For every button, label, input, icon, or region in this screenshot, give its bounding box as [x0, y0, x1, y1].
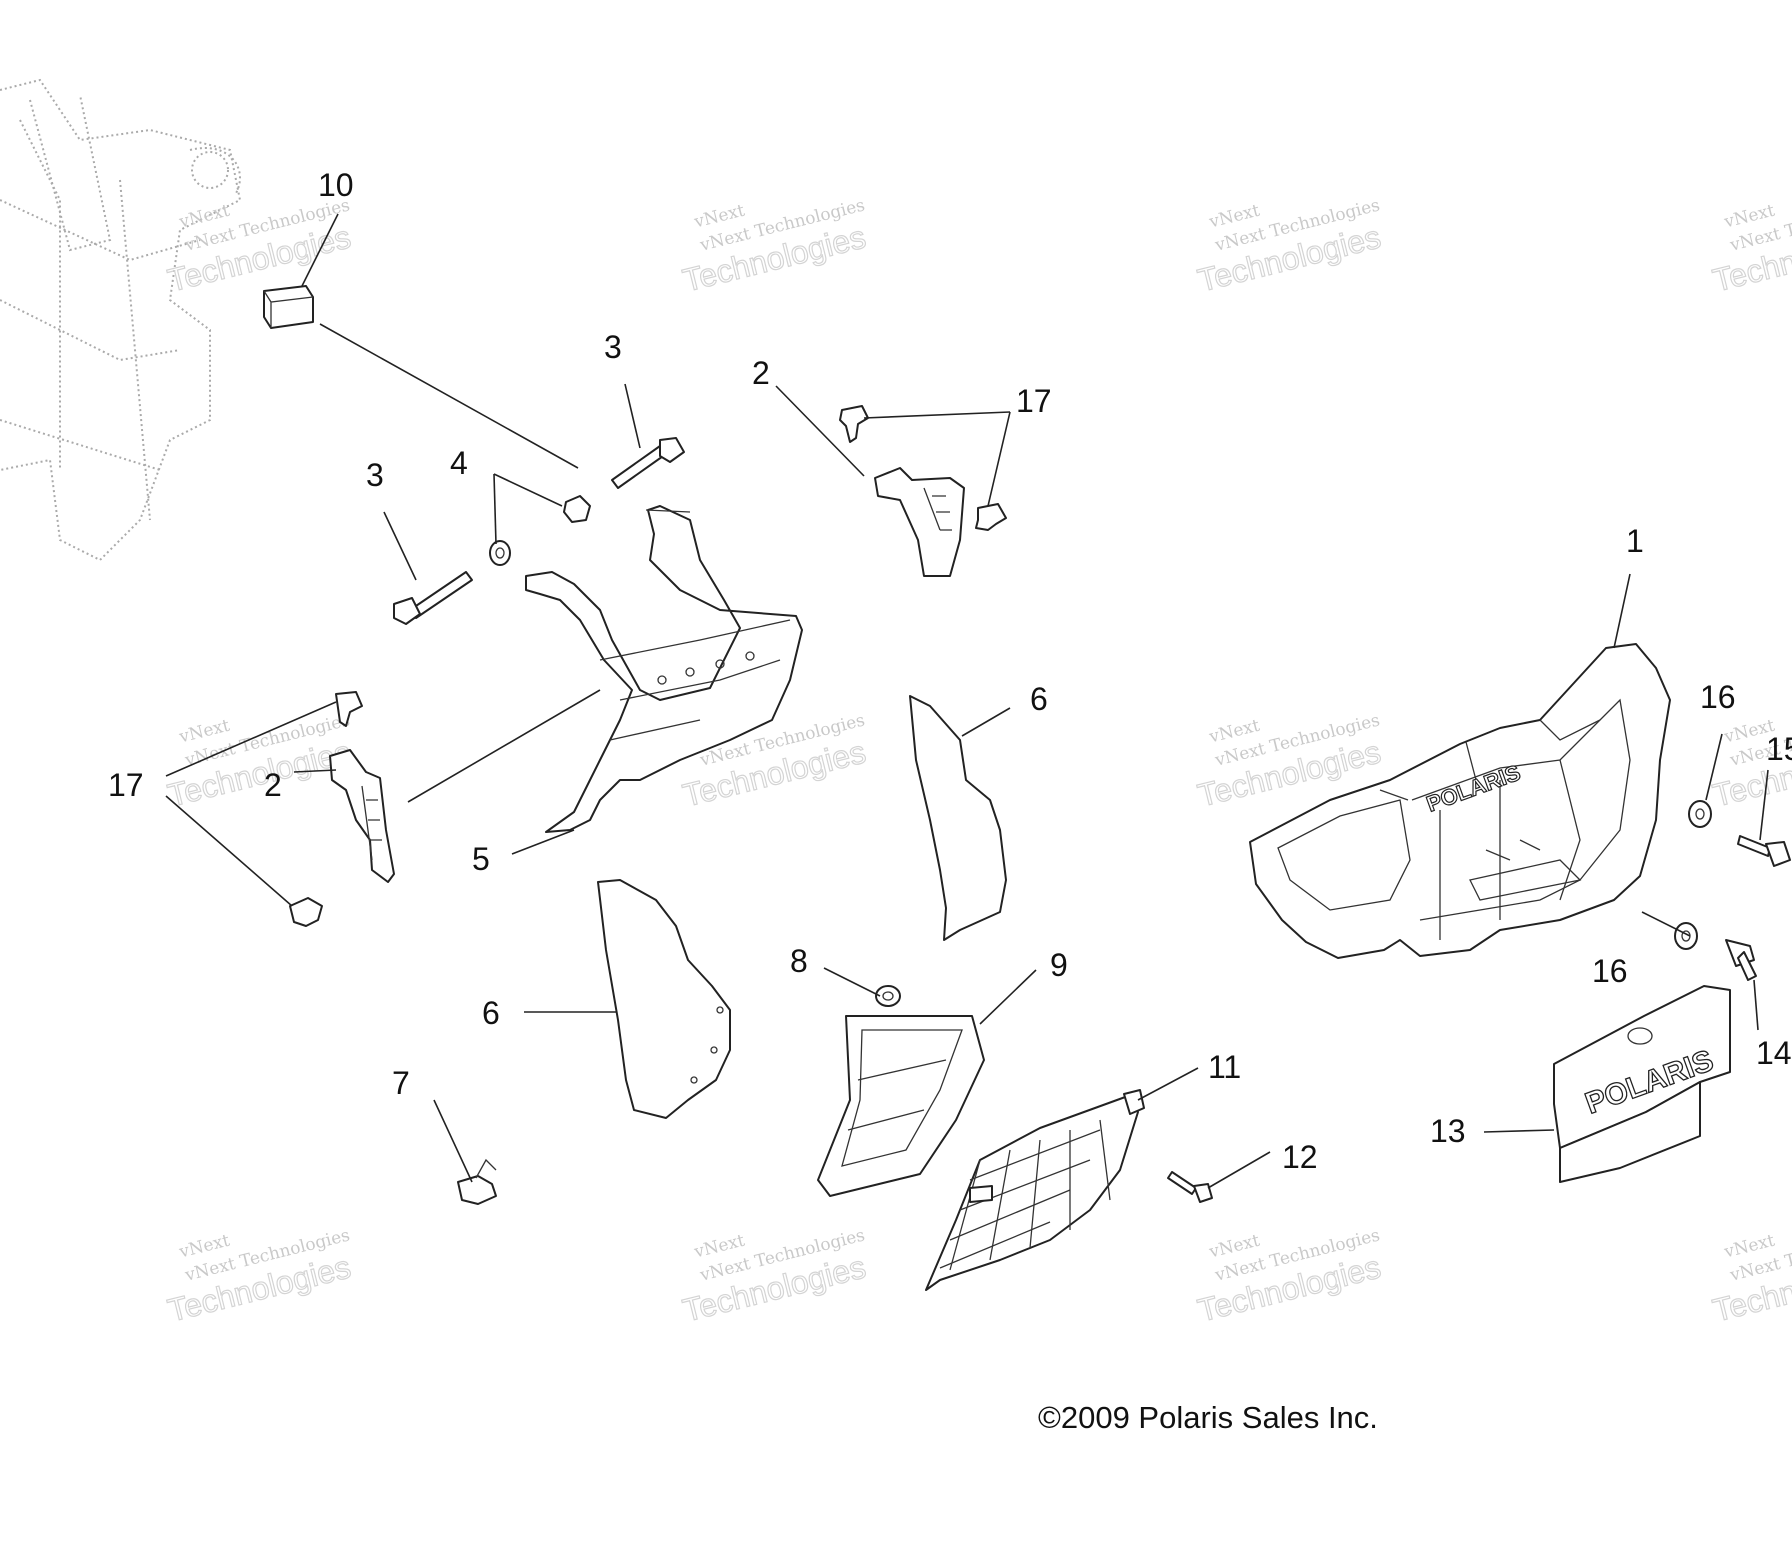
callout-6-lower: 6 — [482, 995, 500, 1031]
part-3-bolt-upper — [611, 437, 685, 489]
part-2-bracket-left — [329, 749, 395, 883]
callout-17-upper: 17 — [1016, 383, 1052, 419]
callout-3-upper: 3 — [604, 329, 622, 365]
part-6-panel-lower — [597, 879, 731, 1119]
callout-1: 1 — [1626, 523, 1644, 559]
callout-10: 10 — [318, 167, 354, 203]
callout-2-left: 2 — [264, 767, 282, 803]
part-3-bolt-left — [393, 571, 473, 625]
part-11-mesh-screen — [925, 1089, 1145, 1291]
callout-5: 5 — [472, 841, 490, 877]
part-12-screw — [1167, 1171, 1213, 1203]
callout-14: 14 — [1756, 1035, 1792, 1071]
vehicle-frame-ghost — [0, 78, 242, 562]
callout-15: 15 — [1766, 731, 1792, 767]
part-17-rivet-upper-b — [975, 503, 1007, 531]
part-8-grommet — [875, 985, 901, 1007]
part-17-rivet-left-a — [335, 691, 363, 727]
callout-17-left: 17 — [108, 767, 144, 803]
callout-16-lower: 16 — [1592, 953, 1628, 989]
callout-11: 11 — [1208, 1049, 1241, 1085]
part-1-front-fascia: POLARIS — [1249, 643, 1671, 959]
part-15-bolt — [1737, 835, 1791, 867]
part-16-washer-lower — [1674, 922, 1698, 950]
callout-4: 4 — [450, 445, 468, 481]
part-13-logo-plate: POLARIS — [1553, 985, 1731, 1183]
callout-7: 7 — [392, 1065, 410, 1101]
callout-13: 13 — [1430, 1113, 1466, 1149]
part-6-panel-upper — [909, 695, 1007, 941]
part-14-bolt — [1725, 939, 1757, 981]
part-2-bracket-upper — [874, 467, 965, 577]
part-16-washer-upper — [1688, 800, 1712, 828]
copyright-notice: ©2009 Polaris Sales Inc. — [1038, 1400, 1378, 1435]
callout-2-upper: 2 — [752, 355, 770, 391]
part-9-grille-frame — [817, 1015, 985, 1197]
part-17-rivet-left-b — [289, 897, 323, 927]
callout-16-upper: 16 — [1700, 679, 1736, 715]
part-4-nut — [563, 495, 591, 523]
part-10-block — [263, 285, 314, 329]
part-7-push-rivet — [457, 1158, 497, 1205]
callout-12: 12 — [1282, 1139, 1318, 1175]
leader-lines — [165, 213, 1769, 1189]
callout-9: 9 — [1050, 947, 1068, 983]
callout-8: 8 — [790, 943, 808, 979]
part-5-frame-bracket — [525, 505, 803, 833]
callout-3-left: 3 — [366, 457, 384, 493]
callout-labels: 10 3 2 17 3 4 1 6 16 15 5 17 2 8 9 16 6 … — [108, 167, 1792, 1175]
callout-6-upper: 6 — [1030, 681, 1048, 717]
part-4-washer — [489, 540, 511, 566]
part-17-rivet-upper-a — [839, 405, 869, 443]
